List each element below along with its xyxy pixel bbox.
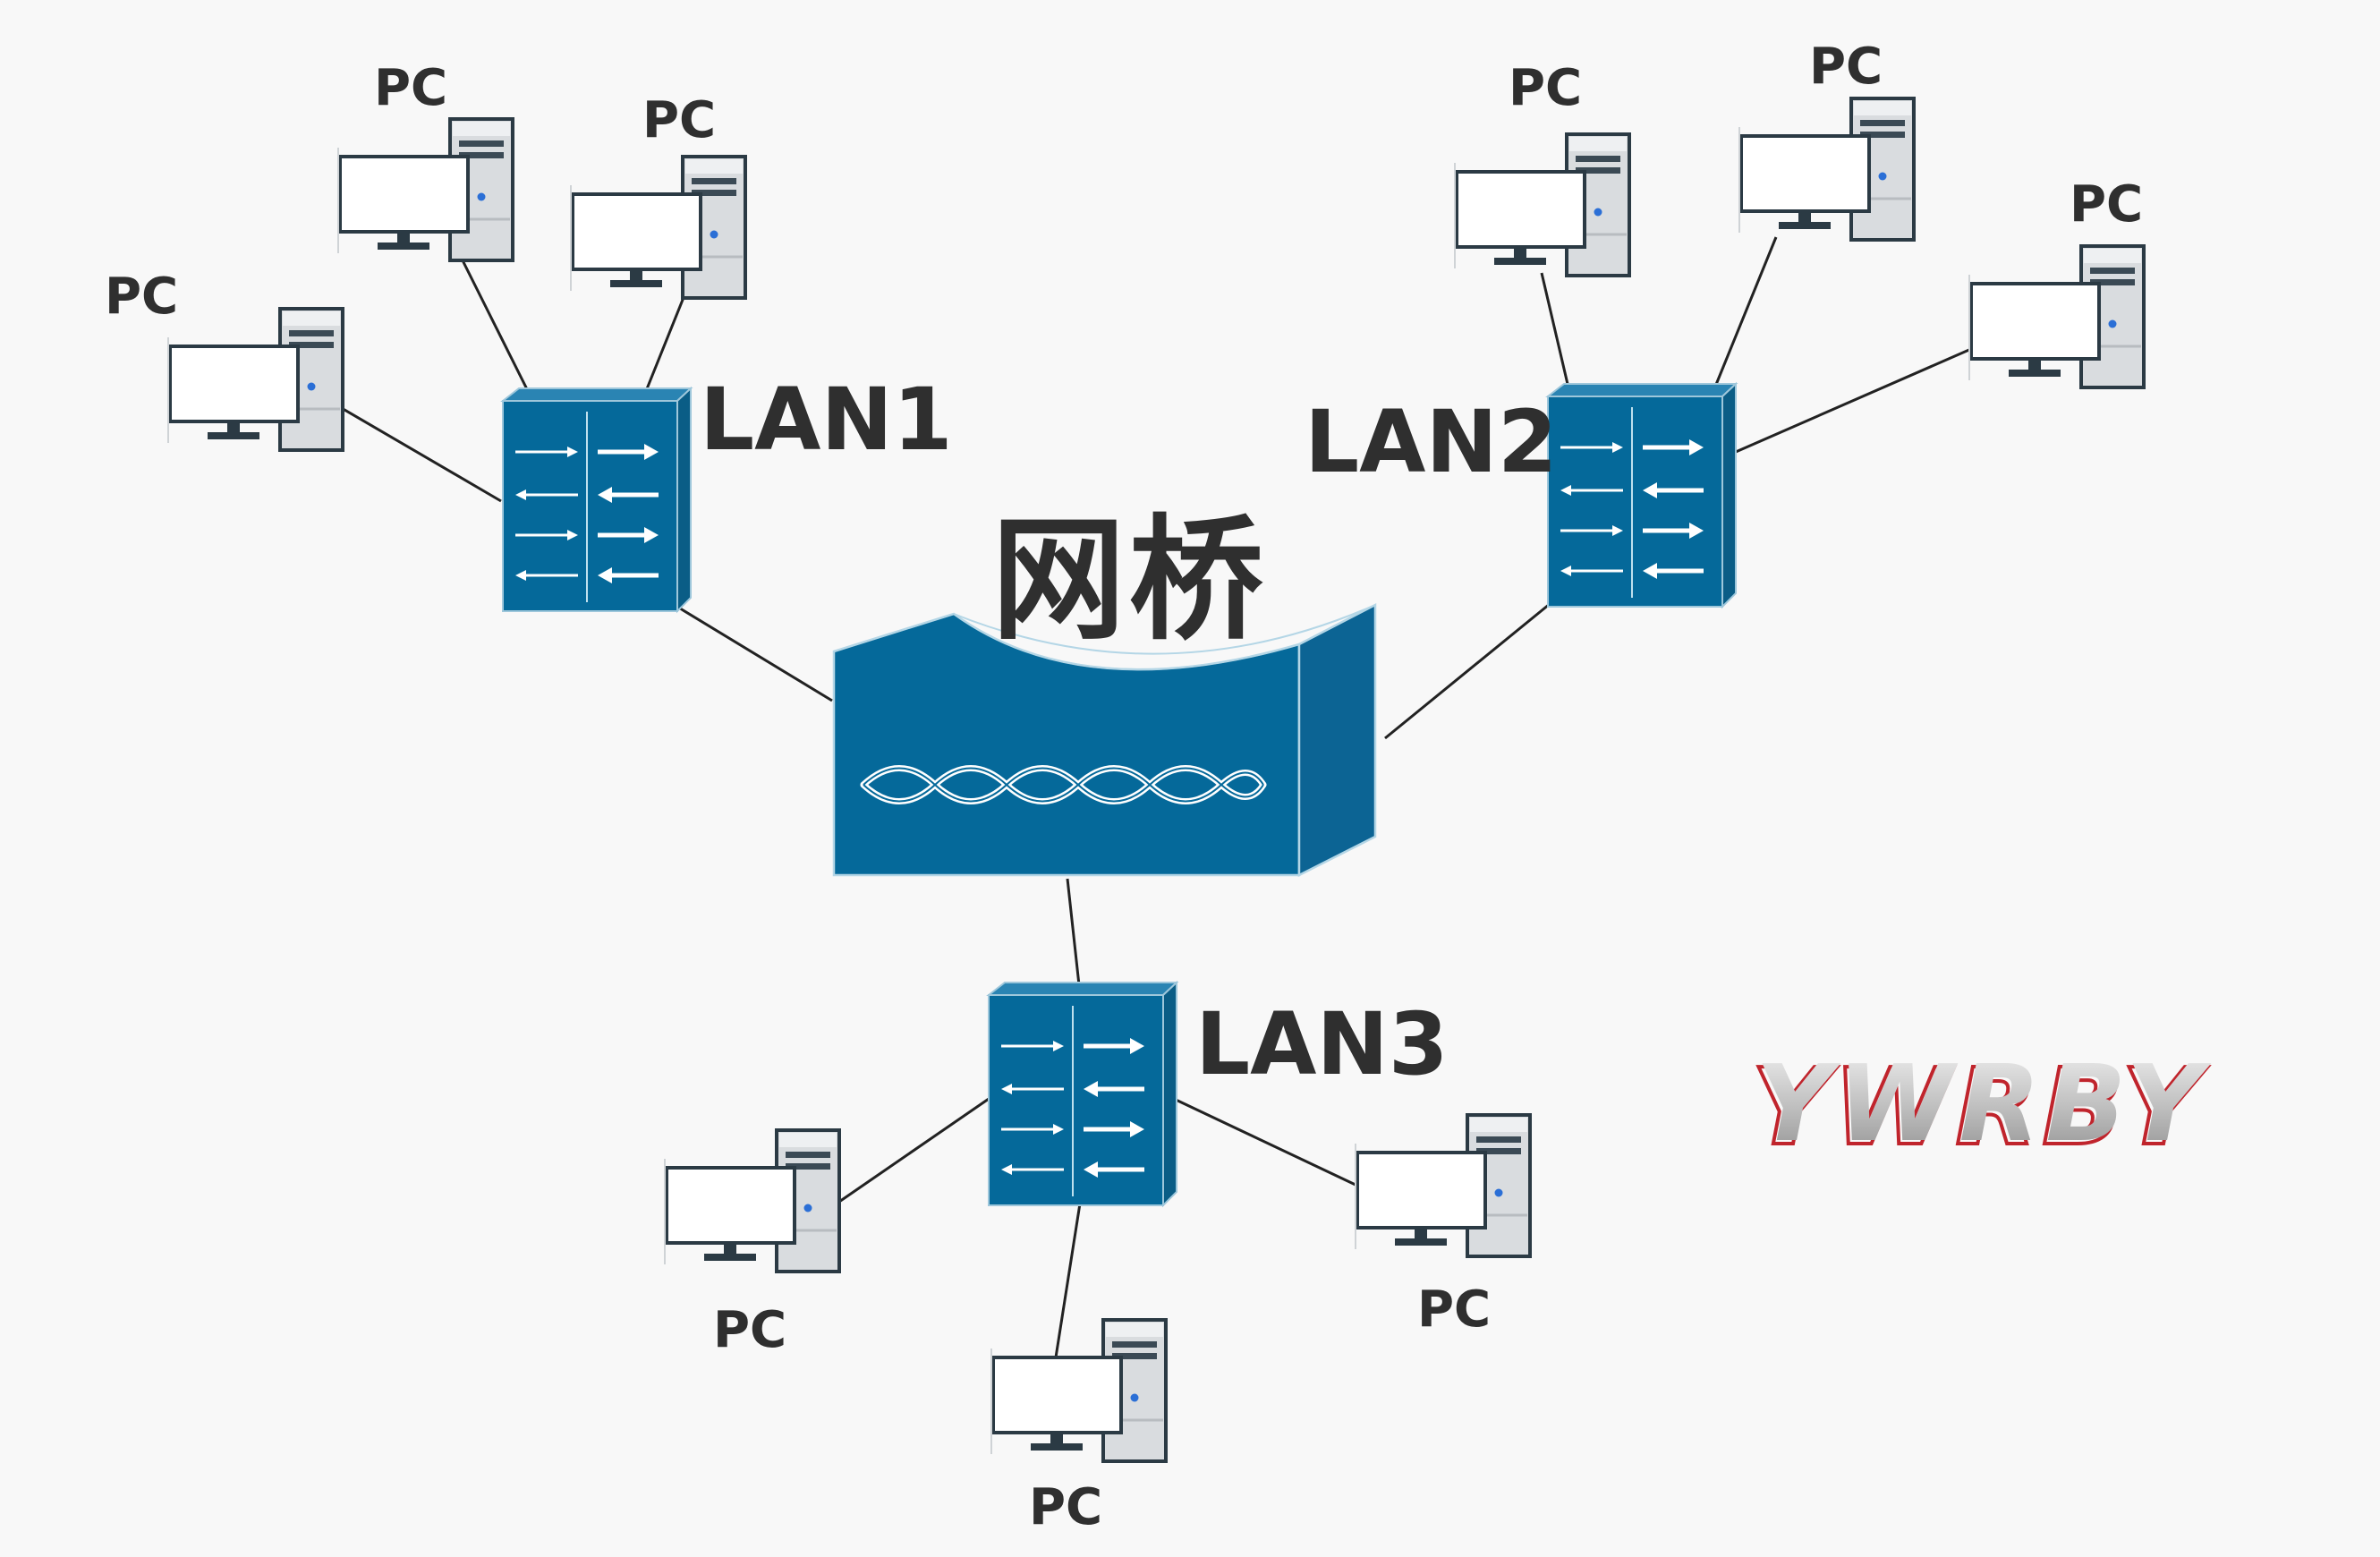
lan2-pc2-label: PC bbox=[1809, 38, 1883, 96]
lan3-pc1-label: PC bbox=[713, 1301, 786, 1359]
link-lan1-bridge bbox=[672, 602, 833, 702]
link-lan2-pc1 bbox=[1540, 272, 1572, 396]
lan1-label: LAN1 bbox=[700, 370, 953, 470]
link-lan3-pc3 bbox=[1173, 1097, 1358, 1187]
link-lan2-pc3 bbox=[1735, 347, 1972, 454]
links bbox=[339, 236, 1972, 1358]
link-lan1-pc2 bbox=[459, 256, 534, 401]
lan1-pc1-label: PC bbox=[105, 268, 178, 326]
switch-icon bbox=[1548, 384, 1736, 607]
pc-icon bbox=[1738, 97, 1916, 242]
lan2-group: LAN2 PC PC PC bbox=[1305, 38, 2146, 607]
link-bridge-lan3 bbox=[1066, 878, 1082, 994]
lan3-label: LAN3 bbox=[1195, 994, 1449, 1094]
bridge-label: 网桥 bbox=[991, 503, 1267, 659]
link-lan3-pc1 bbox=[836, 1097, 990, 1205]
link-lan2-pc2 bbox=[1710, 236, 1778, 396]
link-lan3-pc2 bbox=[1054, 1203, 1082, 1358]
bridge-icon bbox=[832, 602, 1377, 878]
pc-icon bbox=[990, 1318, 1168, 1463]
lan1-group: LAN1 PC PC PC bbox=[105, 59, 953, 611]
lan2-pc1-label: PC bbox=[1509, 59, 1582, 117]
pc-icon bbox=[569, 155, 747, 300]
pc-icon bbox=[166, 307, 344, 452]
pc-icon bbox=[336, 117, 514, 262]
link-lan1-pc3 bbox=[641, 294, 686, 401]
switch-icon bbox=[503, 388, 691, 611]
lan3-pc3-label: PC bbox=[1417, 1280, 1491, 1339]
switch-icon bbox=[989, 983, 1177, 1205]
lan3-group: LAN3 PC PC PC bbox=[663, 983, 1532, 1536]
lan2-pc3-label: PC bbox=[2070, 175, 2143, 234]
lan1-pc2-label: PC bbox=[374, 59, 447, 117]
lan2-label: LAN2 bbox=[1305, 392, 1558, 492]
pc-icon bbox=[1968, 244, 2146, 389]
watermark-outline: YWRBY bbox=[1752, 1045, 2208, 1169]
lan3-pc2-label: PC bbox=[1029, 1478, 1102, 1536]
pc-icon bbox=[1354, 1113, 1532, 1258]
lan1-pc3-label: PC bbox=[642, 91, 716, 149]
link-lan2-bridge bbox=[1384, 602, 1551, 740]
watermark: YWRBY YWRBY bbox=[1750, 1042, 2212, 1170]
pc-icon bbox=[663, 1128, 841, 1273]
watermark-text: YWRBY bbox=[1755, 1042, 2212, 1165]
pc-icon bbox=[1453, 132, 1631, 277]
link-lan1-pc1 bbox=[339, 405, 502, 503]
